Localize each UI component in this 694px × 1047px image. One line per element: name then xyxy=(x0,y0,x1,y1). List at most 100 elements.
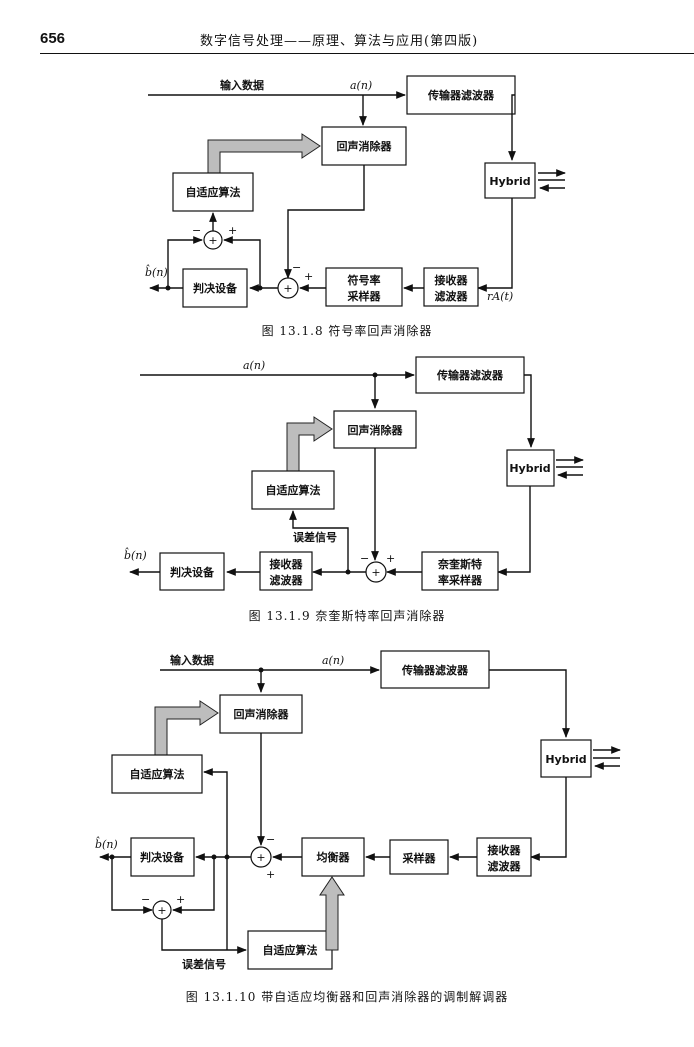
hybrid-sampler-line-2 xyxy=(497,486,531,576)
r-a-t-label: rA(t) xyxy=(487,290,513,303)
adaptive-control-arrow-3 xyxy=(154,700,219,756)
tx-filter-label-2: 传输器滤波器 xyxy=(436,368,504,382)
rx-filter-box-2 xyxy=(259,551,313,591)
header-rule xyxy=(40,53,694,54)
decision-device-label-3: 判决设备 xyxy=(140,850,185,864)
equalizer-label: 均衡器 xyxy=(317,850,351,864)
symbol-sampler-label-2: 采样器 xyxy=(347,289,382,303)
caption-13-1-9: 图 13.1.9 奈奎斯特率回声消除器 xyxy=(248,609,446,623)
adaptive-algorithm-box-3a xyxy=(111,754,203,794)
summer-2-minus: − xyxy=(360,552,369,565)
symbol-sampler-label-1: 符号率 xyxy=(348,273,381,287)
hybrid-label-2: Hybrid xyxy=(509,462,550,475)
decision-device-label-2: 判决设备 xyxy=(170,565,215,579)
echo-canceller-box-2 xyxy=(333,410,417,449)
hybrid-rx-line xyxy=(477,198,513,292)
tx-filter-box-3 xyxy=(380,650,490,689)
rx-filter-box-3 xyxy=(476,837,532,877)
err-summer-3-plus-in: + xyxy=(176,893,185,906)
summer-1-plus: + xyxy=(283,282,292,295)
echo-out-line xyxy=(284,165,365,279)
echo-canceller-label-3: 回声消除器 xyxy=(234,707,290,721)
summer-2-plus: + xyxy=(371,566,380,579)
input-data-label-3: 输入数据 xyxy=(170,653,214,667)
summer-3-minus: − xyxy=(266,833,275,846)
tx-filter-box xyxy=(406,75,516,115)
echo-canceller-box xyxy=(321,126,407,166)
hybrid-label: Hybrid xyxy=(489,175,530,188)
tx-filter-label: 传输器滤波器 xyxy=(427,88,495,102)
rx-filter-label-2-2: 滤波器 xyxy=(270,573,304,587)
tx-hybrid-line-2 xyxy=(524,374,535,448)
summer-2-plus-in: + xyxy=(386,552,395,565)
hybrid-box-2 xyxy=(506,449,555,487)
err-summer-1-minus: − xyxy=(192,224,201,237)
echo-canceller-label-2: 回声消除器 xyxy=(348,423,404,437)
tx-hybrid-line xyxy=(508,94,516,161)
summer-3-plus: + xyxy=(256,851,265,864)
rx-filter-box xyxy=(423,267,479,307)
figure-13-1-10: 输入数据 a(n) 传输器滤波器 Hybrid 回声消除器 自适应算法 + − … xyxy=(95,650,621,971)
decision-device-box xyxy=(182,268,248,308)
error-feedback-line-2 xyxy=(289,510,349,572)
figure-13-1-8: 输入数据 a(n) 传输器滤波器 Hybrid rA(t) 回声消除器 自适应算… xyxy=(145,75,566,308)
adaptive-algorithm-label-3a: 自适应算法 xyxy=(130,767,185,781)
adaptive-algorithm-label-3b: 自适应算法 xyxy=(263,943,318,957)
err-to-adaptive-upper-3 xyxy=(203,768,228,950)
summer-3-plus-in: + xyxy=(266,868,275,881)
sampler-box-3 xyxy=(389,839,449,875)
book-title: 数字信号处理——原理、算法与应用(第四版) xyxy=(200,34,479,49)
hybrid-label-3: Hybrid xyxy=(545,753,586,766)
err-to-adaptive-line-3 xyxy=(161,919,247,954)
input-data-label: 输入数据 xyxy=(220,78,264,92)
summer-1-minus: − xyxy=(292,261,301,274)
nyquist-sampler-label-2: 率采样器 xyxy=(438,573,483,587)
b-n-label-2: b̂(n) xyxy=(124,548,147,562)
a-n-label-3: a(n) xyxy=(322,654,344,667)
b-n-label-1: b̂(n) xyxy=(145,265,168,279)
error-signal-label-3: 误差信号 xyxy=(182,957,226,971)
decision-device-box-3 xyxy=(130,837,195,877)
decision-err-line xyxy=(167,236,203,288)
equalizer-box xyxy=(301,837,365,877)
decision-device-label: 判决设备 xyxy=(193,281,238,295)
err-summer-1-plus: + xyxy=(208,234,217,247)
adaptive-algorithm-box xyxy=(172,172,254,212)
a-n-label-2: a(n) xyxy=(243,359,265,372)
adaptive-algorithm-label: 自适应算法 xyxy=(186,185,241,199)
sampler-label-3: 采样器 xyxy=(402,851,437,865)
tx-hybrid-line-3 xyxy=(489,669,570,738)
rx-filter-label-3-2: 滤波器 xyxy=(488,859,522,873)
a-n-label: a(n) xyxy=(350,79,372,92)
decision-err-line-3 xyxy=(111,857,153,914)
err-summer-3-minus: − xyxy=(141,893,150,906)
adaptive-algorithm-label-2: 自适应算法 xyxy=(266,483,321,497)
summer-1-plus-in: + xyxy=(304,270,313,283)
caption-13-1-10: 图 13.1.10 带自适应均衡器和回声消除器的调制解调器 xyxy=(185,990,509,1004)
junction-4 xyxy=(345,569,351,575)
summer-err-line-3 xyxy=(172,857,215,914)
page-header: 656 数字信号处理——原理、算法与应用(第四版) xyxy=(0,0,694,54)
hybrid-rx-line-3 xyxy=(530,777,567,861)
rx-filter-label-1: 接收器 xyxy=(435,273,469,287)
nyquist-sampler-box xyxy=(421,551,499,591)
page-number: 656 xyxy=(40,30,66,47)
adaptive-algorithm-box-3b xyxy=(247,930,333,970)
decision-device-box-2 xyxy=(159,552,225,591)
symbol-sampler-box xyxy=(325,267,403,307)
caption-13-1-8: 图 13.1.8 符号率回声消除器 xyxy=(261,324,433,338)
adaptive-control-arrow xyxy=(207,133,321,176)
err-summer-3-plus: + xyxy=(157,904,166,917)
err-summer-1-plus-in: + xyxy=(228,224,237,237)
tx-filter-box-2 xyxy=(415,356,525,394)
rx-filter-label-2: 滤波器 xyxy=(435,289,469,303)
rx-filter-label-3-1: 接收器 xyxy=(488,843,522,857)
summer-err-line xyxy=(223,236,261,288)
adaptive-algorithm-box-2 xyxy=(251,470,335,510)
figure-13-1-9: a(n) 传输器滤波器 Hybrid 回声消除器 自适应算法 误差信号 奈奎斯特… xyxy=(124,356,584,591)
rx-filter-label-2-1: 接收器 xyxy=(270,557,304,571)
adaptive-equalizer-arrow xyxy=(319,876,345,951)
b-n-label-3: b̂(n) xyxy=(95,837,118,851)
hybrid-box xyxy=(484,162,536,199)
error-signal-label-2: 误差信号 xyxy=(293,530,337,544)
